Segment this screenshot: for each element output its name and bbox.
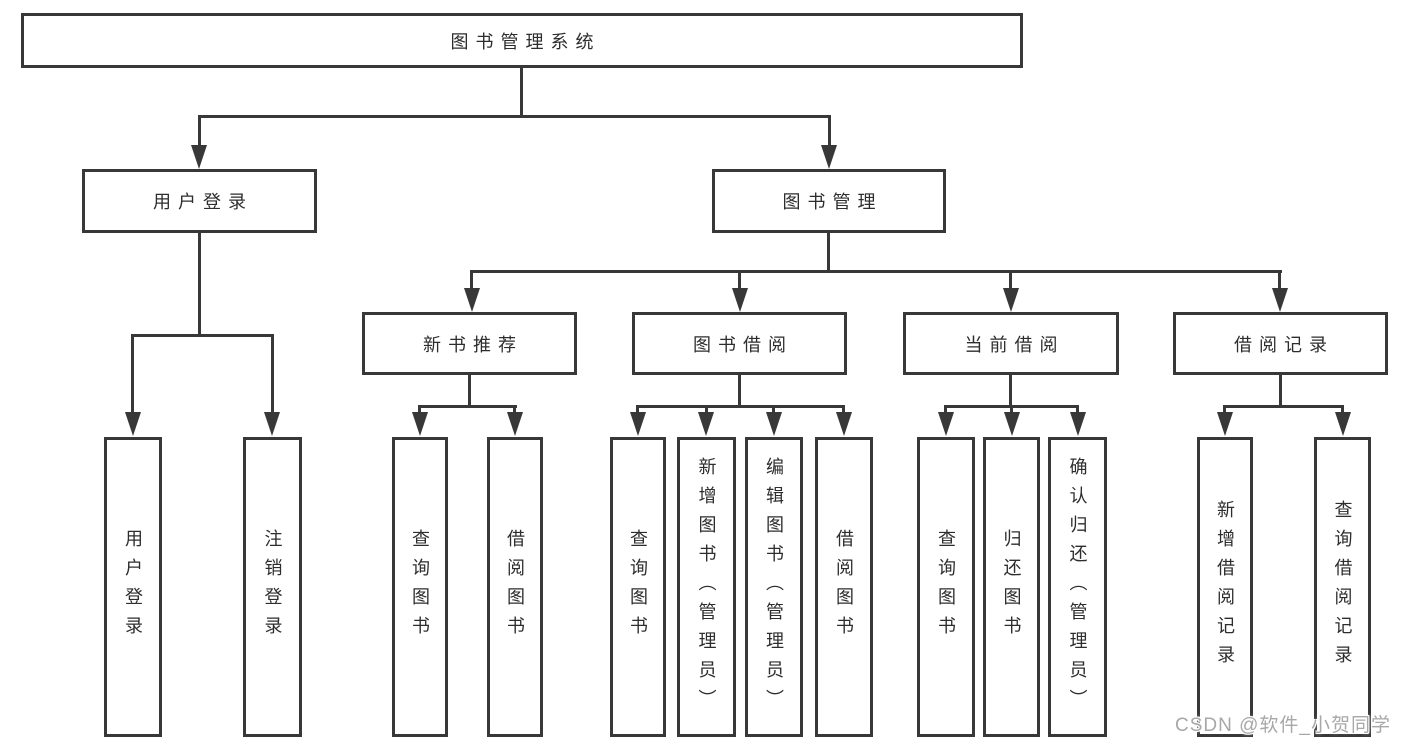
leaf-recommend-query-books-label: 查询图书 <box>410 529 430 645</box>
node-current-borrowing: 当前借阅 <box>903 312 1119 375</box>
leaf-borrow-query-books-label: 查询图书 <box>628 529 648 645</box>
connector-root-stem <box>520 68 523 117</box>
leaf-records-query-borrow-record: 查询借阅记录 <box>1314 437 1371 737</box>
connector-current-leaf2-stem <box>1010 405 1013 418</box>
connector-book-mgmt-stem <box>827 233 830 273</box>
leaf-borrow-borrow-books-label: 借阅图书 <box>834 529 854 645</box>
leaf-user-login: 用户登录 <box>104 437 162 737</box>
arrow-to-borrow-add-books <box>698 412 714 436</box>
arrow-to-recommend-query-books <box>412 412 428 436</box>
arrow-to-current-borrowing <box>1003 288 1019 312</box>
connector-current-leaf3-stem <box>1076 405 1079 418</box>
connector-l2-stem-1 <box>470 270 473 294</box>
node-new-book-recommendation: 新书推荐 <box>362 312 577 375</box>
arrow-to-user-login <box>191 145 207 169</box>
leaf-borrow-borrow-books: 借阅图书 <box>815 437 873 737</box>
node-user-login: 用户登录 <box>82 169 317 233</box>
connector-borrow-leaf1-stem <box>636 405 639 418</box>
arrow-to-current-query-books <box>938 412 954 436</box>
arrow-to-leaf-user-login <box>125 412 141 436</box>
connector-current-stem <box>1009 375 1012 408</box>
node-book-management: 图书管理 <box>712 169 946 233</box>
connector-records-leaf2-stem <box>1341 405 1344 418</box>
connector-current-leaf1-stem <box>944 405 947 418</box>
arrow-to-new-book-recommendation <box>464 288 480 312</box>
leaf-recommend-borrow-books: 借阅图书 <box>487 437 543 737</box>
arrow-to-records-query-record <box>1335 412 1351 436</box>
connector-root-left-stem <box>198 115 201 157</box>
connector-user-login-hline <box>131 334 274 337</box>
arrow-to-records-add-record <box>1217 412 1233 436</box>
leaf-borrow-query-books: 查询图书 <box>610 437 666 737</box>
arrow-to-borrow-edit-books <box>766 412 782 436</box>
leaf-records-add-borrow-record-label: 新增借阅记录 <box>1215 500 1235 674</box>
connector-l2-stem-3 <box>1009 270 1012 294</box>
leaf-borrow-edit-books-admin: 编辑图书（管理员） <box>745 437 803 737</box>
arrow-to-current-confirm-return <box>1070 412 1086 436</box>
connector-user-login-stem <box>198 233 201 337</box>
leaf-current-return-books-label: 归还图书 <box>1001 529 1022 645</box>
connector-root-right-stem <box>828 115 831 157</box>
leaf-logout-label: 注销登录 <box>262 529 283 645</box>
arrow-to-borrow-query-books <box>630 412 646 436</box>
connector-l2-stem-4 <box>1278 270 1281 294</box>
leaf-records-add-borrow-record: 新增借阅记录 <box>1197 437 1253 737</box>
connector-l2-stem-2 <box>738 270 741 294</box>
leaf-borrow-add-books-admin: 新增图书（管理员） <box>677 437 736 737</box>
arrow-to-current-return-books <box>1004 412 1020 436</box>
connector-login-leaf1-stem <box>131 334 134 416</box>
arrow-to-leaf-logout <box>264 412 280 436</box>
leaf-recommend-borrow-books-label: 借阅图书 <box>505 529 525 645</box>
leaf-current-query-books: 查询图书 <box>917 437 975 737</box>
connector-recommend-leaf1-stem <box>418 405 421 418</box>
arrow-to-borrow-borrow-books <box>836 412 852 436</box>
connector-borrow-hline <box>636 405 845 408</box>
leaf-borrow-edit-books-admin-label: 编辑图书（管理员） <box>764 456 784 718</box>
node-borrowing-records: 借阅记录 <box>1173 312 1388 375</box>
connector-records-hline <box>1223 405 1344 408</box>
leaf-current-return-books: 归还图书 <box>983 437 1040 737</box>
leaf-user-login-label: 用户登录 <box>123 529 143 645</box>
arrow-to-book-management <box>821 145 837 169</box>
connector-borrow-leaf4-stem <box>842 405 845 418</box>
leaf-current-confirm-return-admin-label: 确认归还（管理员） <box>1067 456 1088 718</box>
leaf-logout: 注销登录 <box>243 437 302 737</box>
connector-recommend-hline <box>418 405 517 408</box>
connector-records-leaf1-stem <box>1223 405 1226 418</box>
connector-recommend-leaf2-stem <box>513 405 516 418</box>
connector-borrow-stem <box>738 375 741 408</box>
connector-login-leaf2-stem <box>271 334 274 416</box>
leaf-borrow-add-books-admin-label: 新增图书（管理员） <box>696 456 717 718</box>
arrow-to-book-borrowing <box>732 288 748 312</box>
leaf-records-query-borrow-record-label: 查询借阅记录 <box>1332 500 1353 674</box>
arrow-to-borrowing-records <box>1272 288 1288 312</box>
leaf-current-confirm-return-admin: 确认归还（管理员） <box>1048 437 1107 737</box>
csdn-watermark: CSDN @软件_小贺同学 <box>1175 715 1391 736</box>
node-book-borrowing: 图书借阅 <box>632 312 847 375</box>
arrow-to-recommend-borrow-books <box>507 412 523 436</box>
leaf-recommend-query-books: 查询图书 <box>392 437 448 737</box>
connector-borrow-leaf2-stem <box>705 405 708 418</box>
node-library-management-system: 图书管理系统 <box>21 13 1023 68</box>
leaf-current-query-books-label: 查询图书 <box>936 529 956 645</box>
connector-borrow-leaf3-stem <box>772 405 775 418</box>
connector-records-stem <box>1279 375 1282 408</box>
connector-l2-hline <box>470 270 1282 273</box>
connector-root-hline <box>198 115 831 118</box>
connector-recommend-stem <box>468 375 471 408</box>
